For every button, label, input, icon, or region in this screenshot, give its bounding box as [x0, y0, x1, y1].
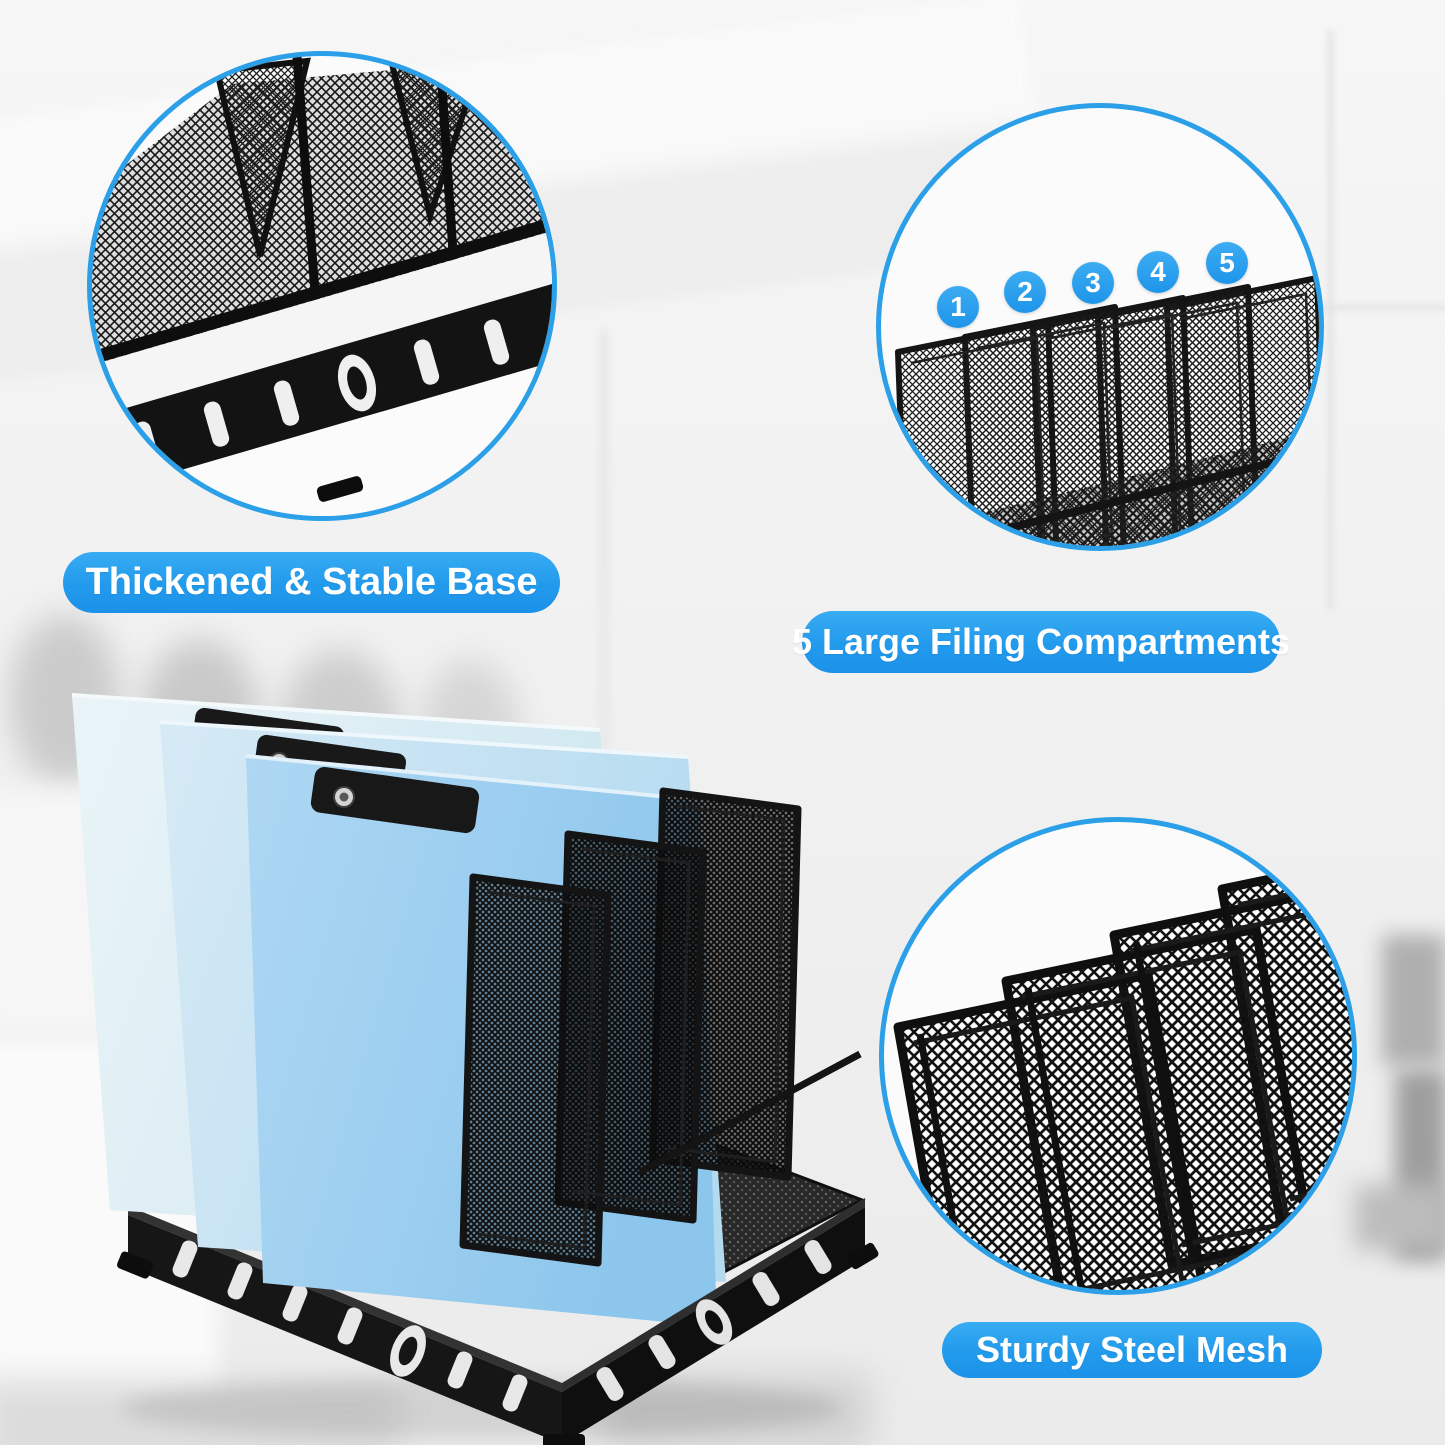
feature-label-text: Thickened & Stable Base: [85, 561, 538, 603]
compartment-number: 3: [1085, 267, 1101, 298]
compartment-number: 1: [950, 291, 966, 322]
compartment-number: 5: [1219, 247, 1235, 278]
base-closeup-illustration: [92, 56, 552, 516]
inset-circle-mesh-closeup: [879, 817, 1357, 1295]
inset-circle-base-closeup: [87, 51, 557, 521]
compartment-badge-5: 5: [1206, 242, 1248, 284]
feature-label-text: 5 Large Filing Compartments: [791, 621, 1291, 662]
compartments-illustration: [881, 275, 1319, 546]
feature-label-text: Sturdy Steel Mesh: [975, 1329, 1289, 1370]
compartment-badge-2: 2: [1004, 271, 1046, 313]
compartment-badge-1: 1: [937, 286, 979, 328]
compartment-badge-3: 3: [1072, 262, 1114, 304]
inset-circle-compartments: [876, 103, 1324, 551]
compartment-number: 4: [1150, 256, 1166, 287]
mesh-closeup-illustration: [893, 857, 1352, 1290]
feature-label-compartments: 5 Large Filing Compartments: [792, 611, 1290, 673]
compartment-number: 2: [1017, 276, 1033, 307]
compartment-badge-4: 4: [1137, 251, 1179, 293]
feature-label-mesh: Sturdy Steel Mesh: [942, 1322, 1322, 1378]
feature-label-base: Thickened & Stable Base: [63, 552, 560, 613]
